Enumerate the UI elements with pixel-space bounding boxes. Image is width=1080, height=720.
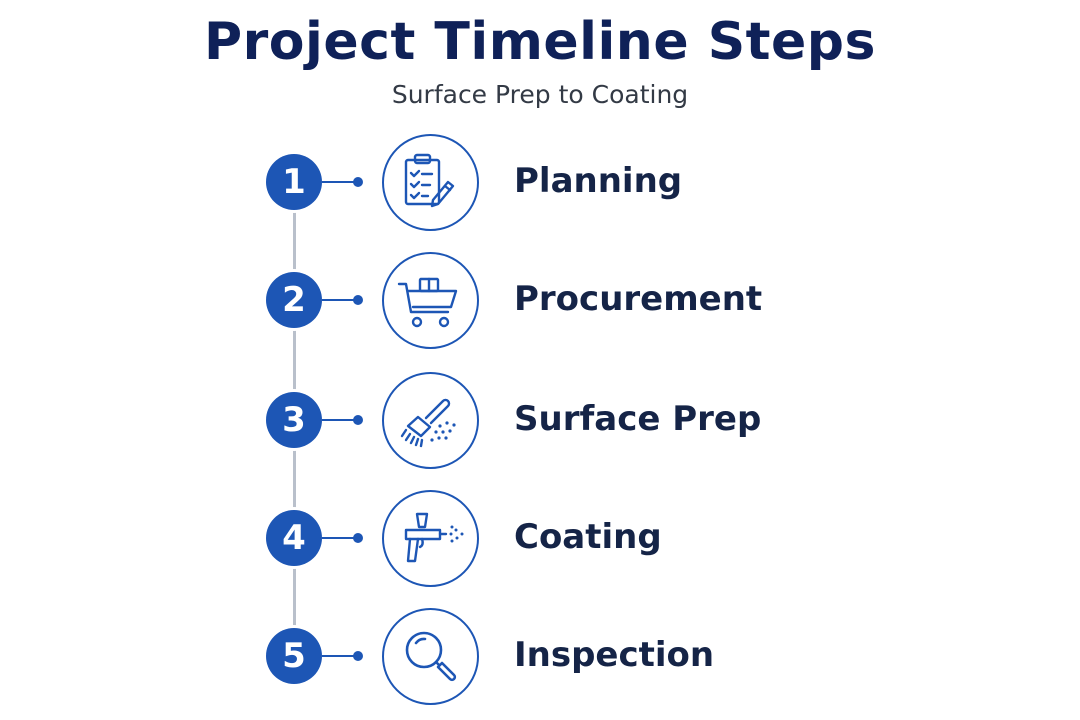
step-label: Inspection (514, 635, 715, 675)
step-label: Planning (514, 161, 683, 201)
step-number-badge: 4 (266, 510, 322, 566)
step-connector-dot (353, 415, 363, 425)
step-number-badge: 1 (266, 154, 322, 210)
step-connector (322, 419, 356, 421)
timeline-step-procurement: 2 Procurement (0, 249, 1080, 349)
scrub-brush-icon (382, 372, 479, 469)
step-connector (322, 299, 356, 301)
shopping-cart-icon (382, 252, 479, 349)
step-connector-dot (353, 651, 363, 661)
magnifying-glass-icon (382, 608, 479, 705)
step-connector (322, 537, 356, 539)
step-connector-dot (353, 295, 363, 305)
timeline-step-coating: 4 Coating (0, 487, 1080, 587)
page-subtitle: Surface Prep to Coating (391, 80, 689, 109)
clipboard-checklist-icon (382, 134, 479, 231)
step-number-badge: 3 (266, 392, 322, 448)
timeline-step-surface-prep: 3 (0, 369, 1080, 469)
timeline-step-planning: 1 Planning (0, 131, 1080, 231)
step-connector (322, 655, 356, 657)
step-connector (322, 181, 356, 183)
timeline-step-inspection: 5 Inspection (0, 605, 1080, 705)
spray-gun-icon (382, 490, 479, 587)
step-connector-dot (353, 533, 363, 543)
step-number-badge: 2 (266, 272, 322, 328)
page-title: Project Timeline Steps (204, 12, 876, 72)
step-label: Coating (514, 517, 662, 557)
step-label: Surface Prep (514, 399, 762, 439)
step-connector-dot (353, 177, 363, 187)
step-number-badge: 5 (266, 628, 322, 684)
step-label: Procurement (514, 279, 763, 319)
